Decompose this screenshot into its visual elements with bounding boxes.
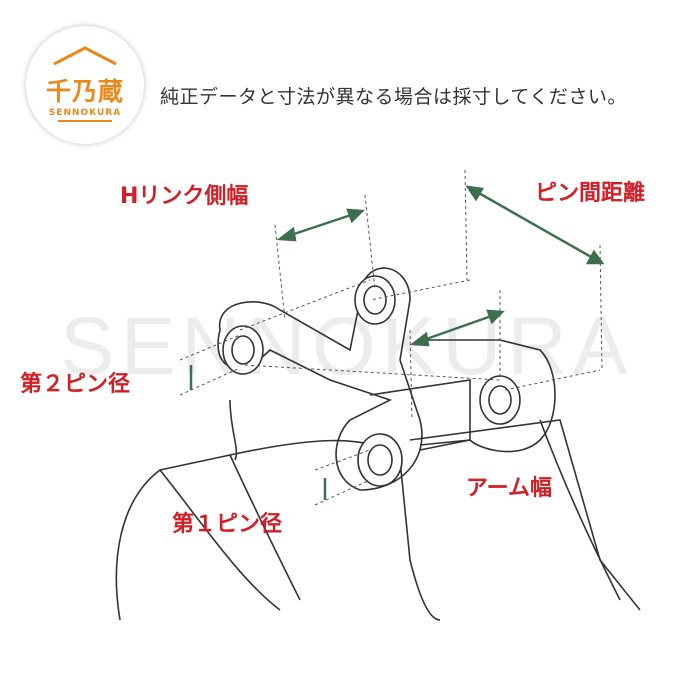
measurement-notice: 純正データと寸法が異なる場合は採寸してください。	[160, 86, 627, 108]
logo-underline	[58, 120, 112, 122]
bucket-outline	[115, 439, 441, 621]
house-roof-icon	[53, 46, 117, 66]
arm-width-arrow	[414, 311, 501, 345]
label-second-pin-diameter: 第２ピン径	[20, 372, 131, 397]
logo-kanji: 千乃蔵	[45, 77, 124, 106]
label-first-pin-diameter: 第１ピン径	[172, 512, 283, 537]
label-h-link-width: Hリンク側幅	[120, 184, 249, 209]
h-link-plate	[217, 267, 423, 491]
label-pin-spacing: ピン間距離	[535, 181, 646, 206]
logo-roman: SENNOKURA	[48, 108, 122, 118]
sennokura-logo: 千乃蔵 SENNOKURA	[26, 26, 144, 144]
label-arm-width: アーム幅	[466, 476, 553, 501]
pin-spacing-arrow	[469, 186, 601, 264]
arm-plate	[419, 339, 556, 453]
